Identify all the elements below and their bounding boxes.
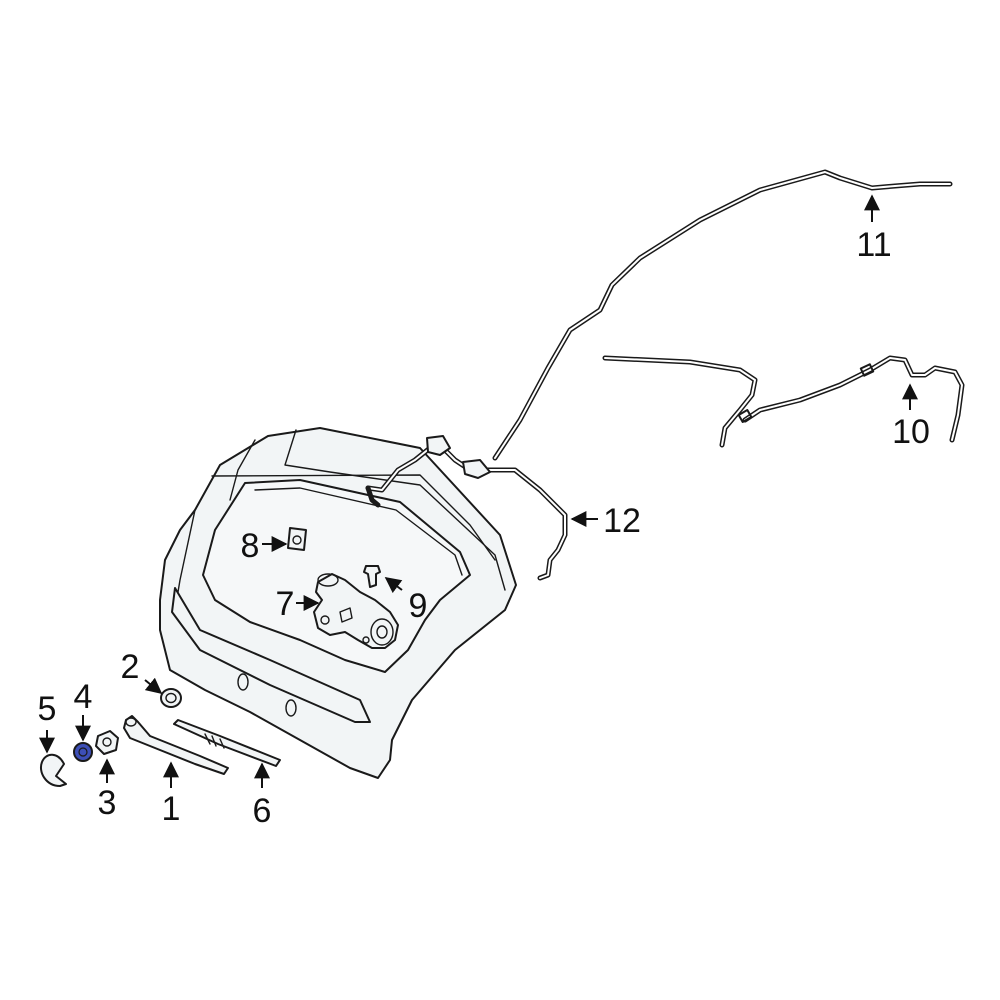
- washer-hose-10: [602, 355, 965, 448]
- washer-hose-12: [365, 435, 568, 581]
- callout-2: 2: [121, 648, 140, 686]
- callout-10: 10: [892, 413, 930, 451]
- lower-garnish: [171, 587, 371, 723]
- callout-12: 12: [603, 502, 641, 540]
- callout-6: 6: [253, 792, 272, 830]
- wiper-blade-6: [173, 719, 281, 767]
- callout-1: 1: [162, 790, 181, 828]
- arrow-2: [144, 677, 163, 695]
- callout-labels: 1 2 3 4 5 6 7 8 9 10 11 12: [38, 226, 930, 830]
- arrow-9: [384, 577, 403, 594]
- callout-arrows: [39, 194, 918, 788]
- callout-5: 5: [38, 690, 57, 728]
- nut-3: [95, 730, 119, 755]
- callout-4: 4: [74, 678, 93, 716]
- callout-7: 7: [276, 585, 295, 623]
- wiper-arm-1: [123, 715, 229, 775]
- callout-3: 3: [98, 784, 117, 822]
- cap-2: [160, 688, 182, 708]
- washer-hose-11: [492, 169, 953, 461]
- callout-9: 9: [409, 587, 428, 625]
- nut-4-highlighted: [73, 742, 93, 762]
- cover-5: [40, 753, 67, 787]
- callout-11: 11: [856, 226, 891, 264]
- callout-8: 8: [241, 527, 260, 565]
- bolt-9: [363, 565, 381, 588]
- grommet-8: [287, 527, 307, 551]
